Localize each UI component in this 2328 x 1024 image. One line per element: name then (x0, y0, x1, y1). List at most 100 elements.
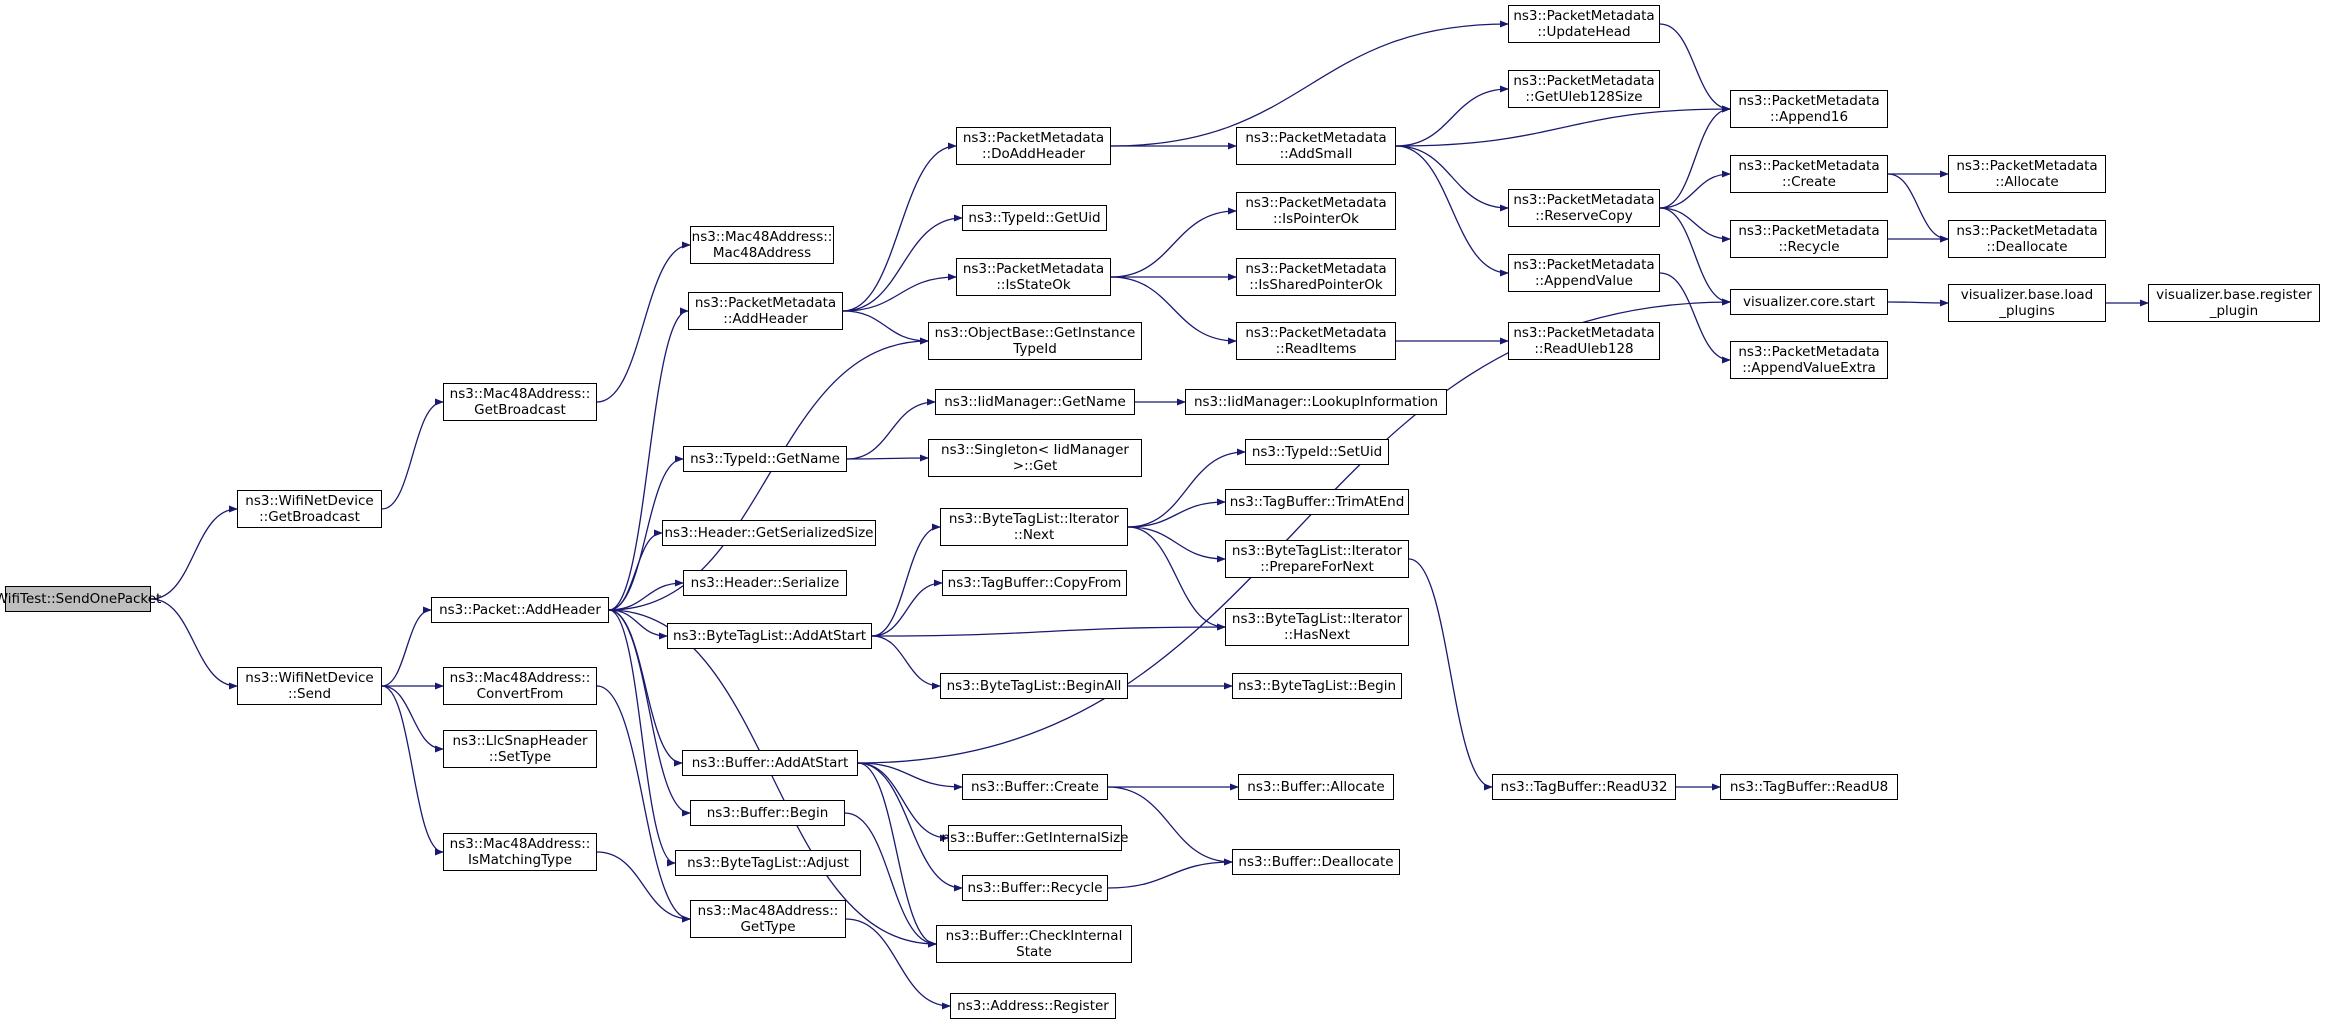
graph-node-mac-gettype[interactable]: ns3::Mac48Address::GetType (690, 900, 846, 938)
graph-node-pm-recycle[interactable]: ns3::PacketMetadata::Recycle (1730, 220, 1888, 258)
graph-node-buf-recycle[interactable]: ns3::Buffer::Recycle (962, 875, 1108, 901)
graph-node-pm-addheader[interactable]: ns3::PacketMetadata::AddHeader (688, 292, 843, 330)
edge-pm-updatehead-to-pm-append16 (1659, 23, 1731, 113)
graph-node-pm-doaddheader[interactable]: ns3::PacketMetadata::DoAddHeader (956, 127, 1111, 165)
edge-buf-addatstart-to-buf-getinternalsize (857, 762, 949, 842)
edge-mac-gettype-to-addr-register (845, 918, 951, 1010)
graph-node-pm-appendvalue[interactable]: ns3::PacketMetadata::AppendValue (1508, 254, 1660, 292)
graph-node-label: ns3::PacketMetadata (1738, 158, 1880, 174)
graph-node-pm-append16[interactable]: ns3::PacketMetadata::Append16 (1730, 90, 1888, 128)
graph-node-pm-reservecopy[interactable]: ns3::PacketMetadata::ReserveCopy (1508, 189, 1660, 227)
graph-node-pm-readitems[interactable]: ns3::PacketMetadata::ReadItems (1236, 322, 1396, 360)
graph-node-buf-begin[interactable]: ns3::Buffer::Begin (690, 800, 845, 826)
graph-node-viz-base-register[interactable]: visualizer.base.register_plugin (2148, 284, 2320, 322)
graph-node-hdr-serialize[interactable]: ns3::Header::Serialize (683, 570, 847, 596)
graph-node-wnd-getbroadcast[interactable]: ns3::WifiNetDevice::GetBroadcast (237, 490, 382, 528)
edge-buf-recycle-to-buf-deallocate (1107, 858, 1233, 889)
graph-node-buf-deallocate[interactable]: ns3::Buffer::Deallocate (1232, 849, 1400, 875)
graph-node-tb-trimatend[interactable]: ns3::TagBuffer::TrimAtEnd (1225, 489, 1409, 515)
graph-node-tb-readu8[interactable]: ns3::TagBuffer::ReadU8 (1720, 774, 1898, 800)
graph-node-label: ns3::TagBuffer::TrimAtEnd (1229, 494, 1405, 510)
graph-node-btl-begin[interactable]: ns3::ByteTagList::Begin (1232, 673, 1402, 699)
graph-node-label: ns3::WifiNetDevice (245, 493, 374, 509)
graph-node-label: ns3::Mac48Address:: (449, 836, 591, 852)
graph-node-label: ::Send (287, 686, 332, 702)
graph-node-btl-it-hasnext[interactable]: ns3::ByteTagList::Iterator::HasNext (1225, 608, 1409, 646)
graph-node-pm-getuleb128size[interactable]: ns3::PacketMetadata::GetUleb128Size (1508, 70, 1660, 108)
graph-node-btl-adjust[interactable]: ns3::ByteTagList::Adjust (675, 850, 861, 876)
graph-node-pm-issharedpointerok[interactable]: ns3::PacketMetadata::IsSharedPointerOk (1236, 258, 1396, 296)
graph-node-pkt-addheader[interactable]: ns3::Packet::AddHeader (431, 597, 609, 623)
graph-node-viz-base-load[interactable]: visualizer.base.load_plugins (1948, 284, 2106, 322)
graph-node-label: ns3::IidManager::GetName (944, 394, 1126, 410)
graph-node-label: ns3::Header::GetSerializedSize (664, 525, 874, 541)
graph-node-mac-getbroadcast[interactable]: ns3::Mac48Address::GetBroadcast (443, 383, 597, 421)
graph-node-label: ns3::Address::Register (957, 998, 1109, 1014)
graph-node-typeid-getuid[interactable]: ns3::TypeId::GetUid (962, 205, 1107, 231)
graph-node-pm-deallocate[interactable]: ns3::PacketMetadata::Deallocate (1948, 220, 2106, 258)
graph-node-btl-addatstart[interactable]: ns3::ByteTagList::AddAtStart (667, 623, 872, 649)
edge-pm-addsmall-to-pm-reservecopy (1395, 145, 1509, 212)
graph-node-wnd-send[interactable]: ns3::WifiNetDevice::Send (237, 667, 382, 705)
graph-node-tb-readu32[interactable]: ns3::TagBuffer::ReadU32 (1492, 774, 1676, 800)
graph-node-iid-lookupinfo[interactable]: ns3::IidManager::LookupInformation (1185, 389, 1447, 415)
graph-node-btl-beginall[interactable]: ns3::ByteTagList::BeginAll (940, 673, 1128, 699)
edge-typeid-getname-to-singleton-get (846, 454, 929, 462)
graph-node-label: visualizer.core.start (1742, 294, 1876, 310)
graph-node-mac-ctor[interactable]: ns3::Mac48Address::Mac48Address (690, 226, 834, 264)
graph-node-pm-updatehead[interactable]: ns3::PacketMetadata::UpdateHead (1508, 5, 1660, 43)
graph-node-label: ns3::ObjectBase::GetInstance (934, 325, 1136, 341)
graph-node-singleton-get[interactable]: ns3::Singleton< IidManager>::Get (928, 439, 1142, 477)
graph-node-label: ns3::PacketMetadata (1738, 223, 1880, 239)
edge-typeid-getname-to-iid-getname (846, 398, 936, 460)
graph-node-label: ::ReserveCopy (1535, 208, 1633, 224)
graph-node-buf-create[interactable]: ns3::Buffer::Create (962, 774, 1108, 800)
graph-node-label: ::Next (1013, 527, 1055, 543)
edge-wnd-getbroadcast-to-mac-getbroadcast (381, 398, 444, 510)
graph-node-llc-settype[interactable]: ns3::LlcSnapHeader::SetType (443, 730, 597, 768)
edge-btl-addatstart-to-btl-it-next (871, 523, 941, 637)
edge-pm-reservecopy-to-pm-create (1659, 170, 1731, 209)
graph-node-label: ns3::ByteTagList::Iterator (1231, 543, 1403, 559)
graph-node-label: ::AddSmall (1279, 146, 1353, 162)
graph-node-btl-it-next[interactable]: ns3::ByteTagList::Iterator::Next (940, 508, 1128, 546)
graph-node-pm-ispointerok[interactable]: ns3::PacketMetadata::IsPointerOk (1236, 192, 1396, 230)
graph-node-typeid-setuid[interactable]: ns3::TypeId::SetUid (1245, 439, 1389, 465)
graph-node-tb-copyfrom[interactable]: ns3::TagBuffer::CopyFrom (942, 570, 1127, 596)
graph-node-label: ns3::IidManager::LookupInformation (1193, 394, 1439, 410)
graph-node-label: ns3::ByteTagList::Iterator (1231, 611, 1403, 627)
graph-node-typeid-getname[interactable]: ns3::TypeId::GetName (683, 446, 847, 472)
graph-node-addr-register[interactable]: ns3::Address::Register (950, 993, 1116, 1019)
graph-node-mac-convertfrom[interactable]: ns3::Mac48Address::ConvertFrom (443, 667, 597, 705)
graph-node-label: ::Deallocate (1986, 239, 2068, 255)
graph-node-buf-allocate[interactable]: ns3::Buffer::Allocate (1238, 774, 1394, 800)
graph-node-pm-allocate[interactable]: ns3::PacketMetadata::Allocate (1948, 155, 2106, 193)
graph-node-label: ns3::ByteTagList::Iterator (948, 511, 1120, 527)
edge-pkt-addheader-to-btl-adjust (608, 609, 676, 867)
graph-node-buf-addatstart[interactable]: ns3::Buffer::AddAtStart (682, 750, 858, 776)
graph-node-label: ::SetType (488, 749, 552, 765)
graph-node-buf-getinternalsize[interactable]: ns3::Buffer::GetInternalSize (942, 825, 1128, 851)
graph-node-label: ns3::ByteTagList::Adjust (687, 855, 849, 871)
edge-btl-it-next-to-btl-it-hasnext (1127, 526, 1226, 631)
graph-node-hdr-getsersize[interactable]: ns3::Header::GetSerializedSize (662, 520, 876, 546)
edge-pm-appendvalue-to-pm-appendvalueextra (1659, 272, 1731, 364)
graph-node-pm-addsmall[interactable]: ns3::PacketMetadata::AddSmall (1236, 127, 1396, 165)
graph-node-iid-getname[interactable]: ns3::IidManager::GetName (935, 389, 1135, 415)
graph-node-label: ns3::Buffer::GetInternalSize (941, 830, 1129, 846)
graph-node-btl-it-prepare[interactable]: ns3::ByteTagList::Iterator::PrepareForNe… (1225, 540, 1409, 578)
graph-node-viz-core-start[interactable]: visualizer.core.start (1730, 289, 1888, 315)
edge-buf-addatstart-to-buf-create (857, 762, 963, 791)
graph-node-pm-readuleb128[interactable]: ns3::PacketMetadata::ReadUleb128 (1508, 322, 1660, 360)
graph-node-label: ns3::Buffer::Recycle (967, 880, 1103, 896)
graph-node-pm-appendvalueextra[interactable]: ns3::PacketMetadata::AppendValueExtra (1730, 341, 1888, 379)
graph-node-label: ns3::Buffer::Deallocate (1238, 854, 1394, 870)
graph-node-pm-create[interactable]: ns3::PacketMetadata::Create (1730, 155, 1888, 193)
graph-node-pm-isstateok[interactable]: ns3::PacketMetadata::IsStateOk (956, 258, 1111, 296)
graph-node-label: ns3::PacketMetadata (1513, 325, 1655, 341)
graph-node-mac-ismatching[interactable]: ns3::Mac48Address::IsMatchingType (443, 833, 597, 871)
edge-btl-it-prepare-to-tb-readu32 (1408, 558, 1493, 791)
edge-pm-doaddheader-to-pm-updatehead (1110, 20, 1509, 147)
